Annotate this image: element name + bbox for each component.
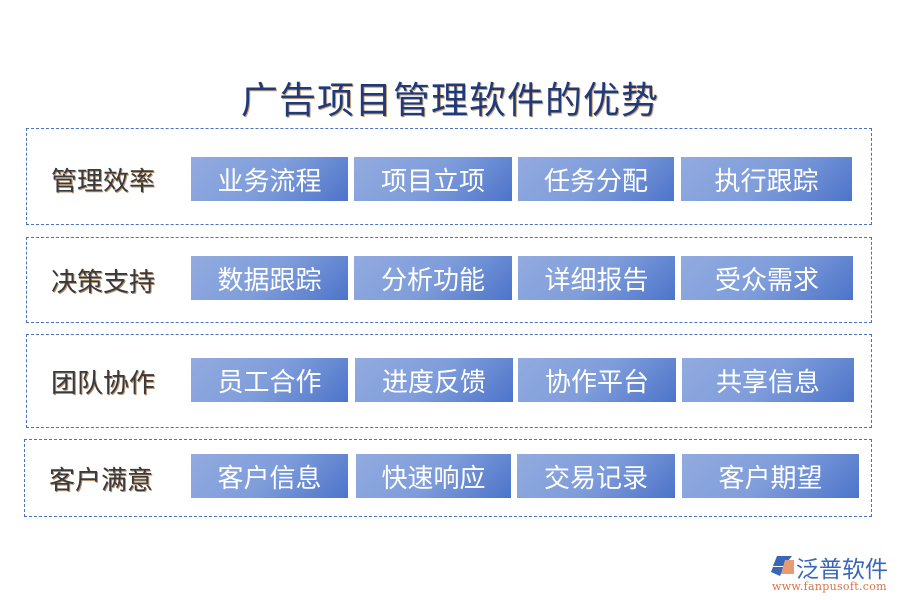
item-button[interactable]: 业务流程 (191, 157, 348, 201)
item-button[interactable]: 受众需求 (681, 256, 853, 300)
item-button[interactable]: 客户期望 (682, 454, 859, 498)
group-label: 团队协作 (51, 369, 156, 399)
fanpu-logo-icon (771, 556, 794, 576)
item-button[interactable]: 快速响应 (356, 454, 511, 498)
group-decision-support: 决策支持 (26, 237, 872, 323)
group-customer-satisfaction: 客户满意 (24, 439, 872, 517)
group-label: 决策支持 (51, 268, 156, 298)
group-team-collaboration: 团队协作 (26, 334, 872, 428)
brand-logo: 泛普软件 www.fanpusoft.com (768, 550, 898, 595)
item-button[interactable]: 客户信息 (191, 454, 348, 498)
item-button[interactable]: 协作平台 (518, 358, 676, 402)
item-button[interactable]: 执行跟踪 (681, 157, 852, 201)
item-button[interactable]: 共享信息 (682, 358, 854, 402)
item-button[interactable]: 任务分配 (518, 157, 674, 201)
brand-name: 泛普软件 (796, 557, 888, 583)
group-label: 管理效率 (51, 167, 156, 197)
item-button[interactable]: 交易记录 (517, 454, 675, 498)
item-button[interactable]: 详细报告 (518, 256, 675, 300)
group-label: 客户满意 (49, 466, 154, 496)
item-button[interactable]: 员工合作 (191, 358, 348, 402)
item-button[interactable]: 分析功能 (354, 256, 512, 300)
item-button[interactable]: 项目立项 (354, 157, 512, 201)
item-button[interactable]: 进度反馈 (355, 358, 513, 402)
item-button[interactable]: 数据跟踪 (191, 256, 348, 300)
brand-url: www.fanpusoft.com (772, 580, 887, 593)
group-management-efficiency: 管理效率 (26, 128, 872, 225)
page-title: 广告项目管理软件的优势 (241, 79, 659, 122)
